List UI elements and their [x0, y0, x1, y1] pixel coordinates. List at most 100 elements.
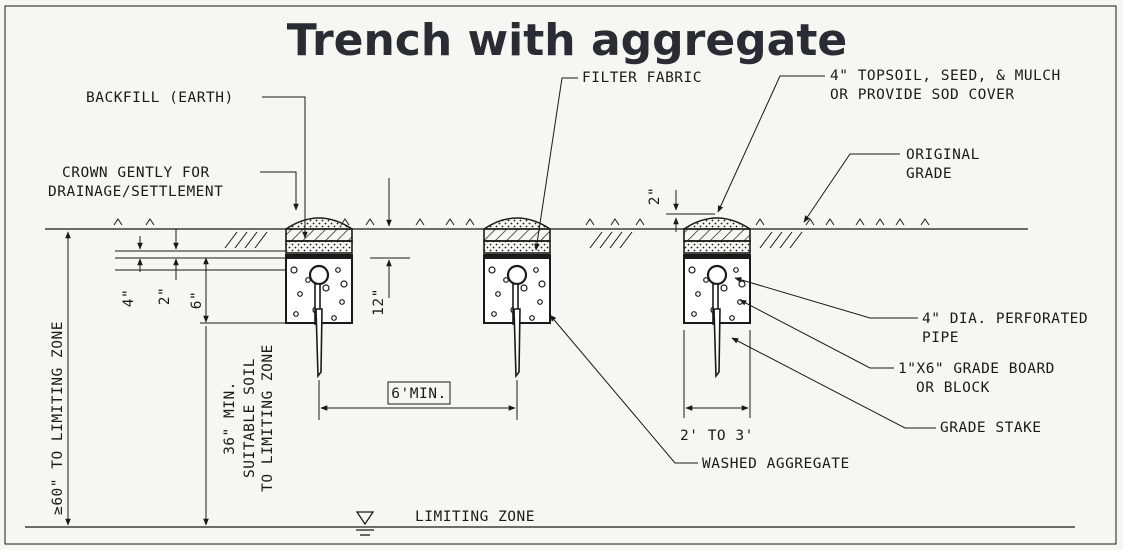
- perforated-pipe: [506, 264, 528, 286]
- aggregate-pebble: [720, 284, 728, 292]
- washed-aggregate-leader: [549, 314, 698, 464]
- grass-tick: [610, 218, 620, 226]
- original-grade-label-2: GRADE: [906, 166, 952, 182]
- earth-hatch: [234, 231, 248, 249]
- crown-label-1: CROWN GENTLY FOR: [62, 165, 210, 181]
- grass-tick: [855, 218, 865, 226]
- dim-36-label-1: 36" MIN.: [222, 381, 238, 455]
- limiting-zone-label: LIMITING ZONE: [415, 509, 535, 525]
- aggregate-pebble: [529, 315, 535, 321]
- aggregate-pebble: [738, 280, 746, 288]
- aggregate-pebble: [688, 266, 696, 274]
- grass-tick: [465, 218, 475, 226]
- aggregate-pebble: [340, 280, 348, 288]
- topsoil-layer: [683, 228, 751, 242]
- grade-stake: [513, 308, 521, 379]
- pipe-label-1: 4" DIA. PERFORATED: [922, 311, 1088, 327]
- grass-tick: [805, 218, 815, 226]
- dim-2-label: 2": [157, 287, 173, 305]
- aggregate-pebble: [335, 267, 341, 273]
- aggregate-pebble: [331, 315, 337, 321]
- earth-hatch: [789, 231, 803, 249]
- aggregate-pebble: [691, 311, 697, 317]
- aggregate-pebble: [695, 291, 701, 297]
- aggregate-pebble: [533, 267, 539, 273]
- dim-12-label: 12": [371, 288, 387, 316]
- grade-stake-label: GRADE STAKE: [940, 420, 1042, 436]
- aggregate-pebble: [339, 299, 345, 305]
- aggregate-pebble: [488, 266, 496, 274]
- aggregate-pebble: [495, 291, 501, 297]
- perforated-pipe: [308, 264, 330, 286]
- aggregate-pebble: [297, 291, 303, 297]
- topsoil-label-2: OR PROVIDE SOD COVER: [830, 87, 1015, 103]
- aggregate-pebble: [293, 311, 299, 317]
- earth-hatch: [589, 231, 603, 249]
- backfill-label: BACKFILL (EARTH): [86, 90, 234, 106]
- crown-mound: [683, 217, 751, 230]
- grass-tick: [895, 218, 905, 226]
- dim-2top-label: 2": [647, 187, 663, 205]
- grass-tick: [365, 218, 375, 226]
- crown-mound: [483, 217, 551, 230]
- dim-spacing-box: [387, 381, 451, 405]
- earth-hatch: [254, 231, 268, 249]
- surface-grass: [113, 218, 930, 226]
- aggregate-pebble: [290, 266, 298, 274]
- aggregate-pebble: [729, 315, 735, 321]
- crown-mound: [285, 217, 353, 230]
- water-table-symbol: [355, 511, 375, 536]
- earth-hatch: [769, 231, 783, 249]
- aggregate-pebble: [322, 284, 330, 292]
- backfill-leader: [262, 96, 308, 239]
- grass-tick: [635, 218, 645, 226]
- backfill-layer: [285, 240, 353, 254]
- earth-hatch: [224, 231, 238, 249]
- original-grade-label-1: ORIGINAL: [906, 147, 980, 163]
- page-title: Trench with aggregate: [287, 15, 847, 66]
- grass-tick: [920, 218, 930, 226]
- trench-1: [285, 217, 353, 379]
- topsoil-layer: [483, 228, 551, 242]
- aggregate-pebble: [733, 267, 739, 273]
- grade-board-label-2: OR BLOCK: [916, 380, 990, 396]
- original-grade-leader: [803, 153, 900, 223]
- dim-36-label-2: SUITABLE SOIL: [242, 358, 258, 478]
- grade-stake-leader: [731, 337, 936, 429]
- grass-tick: [585, 218, 595, 226]
- earth-hatch: [759, 231, 773, 249]
- grade-board-label-1: 1"X6" GRADE BOARD: [898, 361, 1055, 377]
- grass-tick: [825, 218, 835, 226]
- earth-hatch: [609, 231, 623, 249]
- dim-width-label: 2' TO 3': [680, 428, 754, 444]
- topsoil-leader: [717, 75, 825, 213]
- backfill-layer: [483, 240, 551, 254]
- dim-60-label: ≥60" TO LIMITING ZONE: [50, 321, 66, 515]
- earth-hatch: [599, 231, 613, 249]
- grass-tick: [415, 218, 425, 226]
- filter-fabric-label: FILTER FABRIC: [582, 70, 702, 86]
- perforated-pipe: [706, 264, 728, 286]
- aggregate-pebble: [538, 280, 546, 288]
- backfill-layer: [683, 240, 751, 254]
- grass-tick: [875, 218, 885, 226]
- topsoil-layer: [285, 228, 353, 242]
- grass-tick: [113, 218, 123, 226]
- dim-4-label: 4": [121, 289, 137, 307]
- dim-6-label: 6": [189, 291, 205, 309]
- filter-fabric-leader: [534, 77, 578, 251]
- grade-stake: [713, 308, 721, 379]
- grade-stake: [315, 308, 323, 379]
- earth-hatch: [619, 231, 633, 249]
- trench-3: [683, 217, 751, 379]
- earth-hatch: [779, 231, 793, 249]
- aggregate-pebble: [520, 284, 528, 292]
- crown-label-2: DRAINAGE/SETTLEMENT: [48, 184, 223, 200]
- aggregate-pebble: [491, 311, 497, 317]
- pipe-leader: [734, 277, 918, 319]
- pipe-label-2: PIPE: [922, 330, 959, 346]
- trench-2: [483, 217, 551, 379]
- earth-hatching: [224, 231, 803, 249]
